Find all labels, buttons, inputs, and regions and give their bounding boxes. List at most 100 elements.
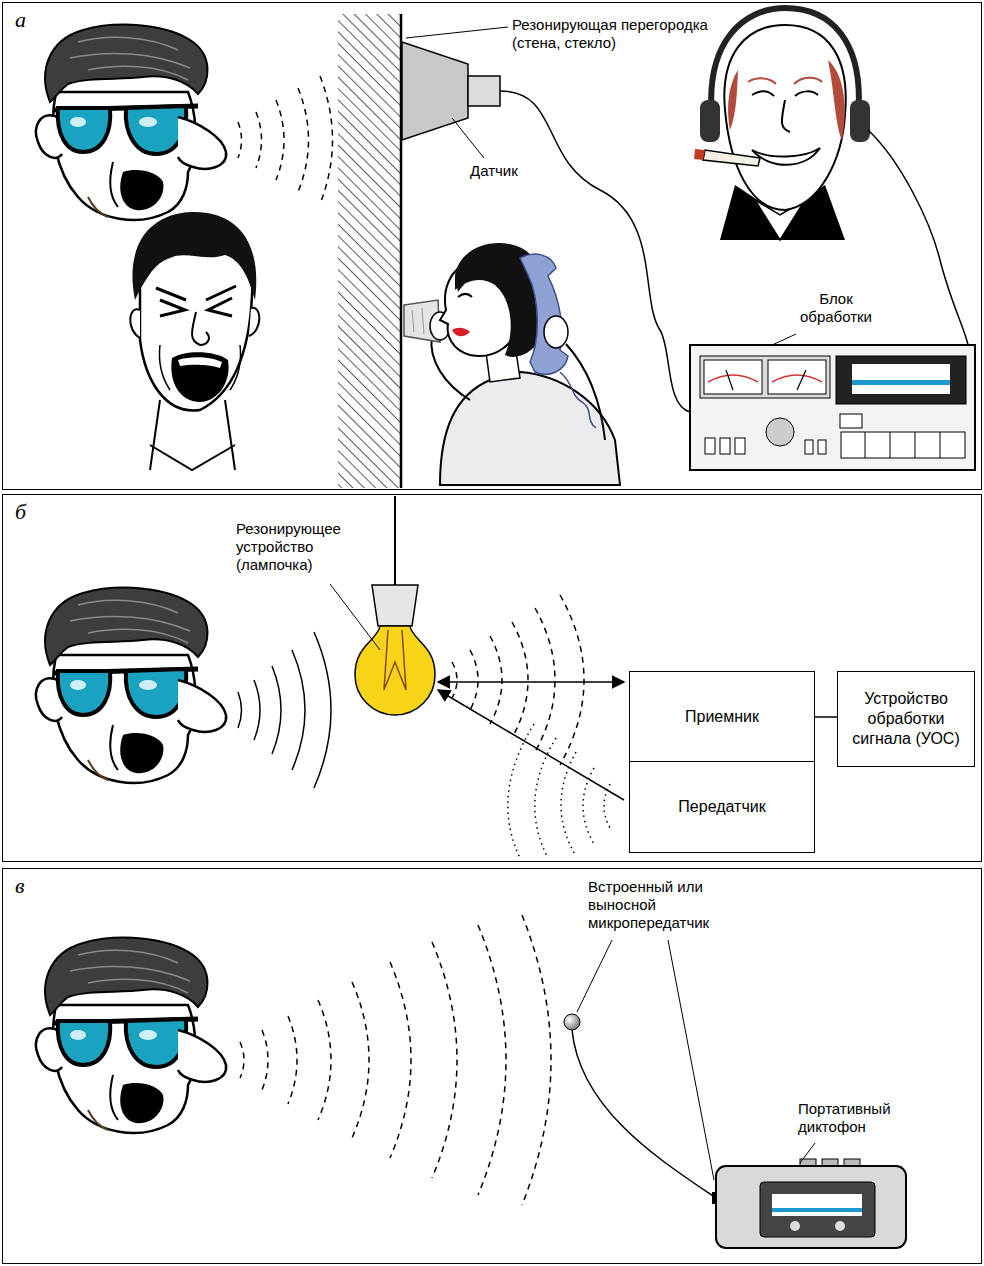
sound-waves [478,925,506,1195]
sound-waves [238,122,242,158]
box-label: Устройство обработки сигнала (УОС) [844,689,968,749]
light-bulb [384,630,406,690]
sound-waves [522,915,551,1205]
man-with-headphones [694,8,870,240]
callout-label: Датчик [470,162,560,180]
light-bulb [372,585,418,626]
sound-waves [288,1016,297,1104]
woman-listening [458,294,472,297]
sound-waves [272,666,281,754]
sound-waves [292,650,305,770]
micro-transmitter [564,1014,580,1030]
speaker-head [36,938,226,1133]
leader-line [406,27,508,38]
light-bulb [394,496,396,586]
speaker-head [36,588,226,783]
tape-deck [690,345,975,470]
light-bulb [355,496,435,715]
tape-deck [840,414,862,428]
reflected-waves [452,662,457,698]
tape-deck [705,438,715,454]
sensor [468,76,500,106]
speaker-head [36,938,226,1133]
woman-listening [544,316,568,348]
panel-letter: в [15,873,25,899]
leader-line [452,118,484,158]
screaming-man [178,357,222,368]
man-with-headphones [700,100,720,142]
light-bulb [355,626,435,715]
tape-deck [818,440,826,454]
speaker-head [36,588,226,783]
woman-listening [412,308,424,334]
screaming-man [132,212,256,300]
sound-waves [238,76,333,204]
speaker-head [36,25,226,220]
screaming-man [130,309,140,338]
tape-deck [865,432,940,458]
sound-waves [390,962,411,1158]
screaming-man [159,345,240,390]
voice-recorder [772,1208,862,1212]
woman-listening [520,254,568,374]
tape-deck [700,356,830,398]
signal-arrow [438,690,624,800]
panel-letter: б [15,499,26,525]
man-with-headphones [782,100,790,132]
sensor-cable [500,91,690,412]
tape-deck [805,440,813,454]
reflected-waves [535,608,555,752]
process-box: Передатчик [629,761,815,853]
tape-deck [720,438,730,454]
sound-waves [240,915,551,1205]
voice-recorder [835,1221,845,1231]
screaming-man [192,312,209,345]
voice-recorder [790,1221,800,1231]
process-box: Приемник [629,671,815,763]
sound-waves [238,692,242,728]
sound-waves [318,1000,331,1120]
figure-panel: бПриемникПередатчик Устройство обработки … [2,494,982,862]
sound-waves [276,100,284,180]
signal-arrow [438,682,624,800]
woman-listening [560,372,596,428]
probe-waves [508,724,610,858]
screaming-man [150,445,235,470]
sound-waves [254,680,260,740]
headphone-cable [868,130,968,345]
sound-waves [240,1042,244,1078]
leader-line [668,940,714,1180]
tape-deck [852,380,950,385]
man-with-headphones [694,149,705,160]
tape-deck [766,418,794,446]
woman-listening [404,243,620,485]
voice-recorder [712,1159,906,1248]
voice-recorder [760,1182,875,1237]
tape-deck [852,364,950,394]
leader-line [770,334,796,346]
man-with-headphones [724,25,845,210]
tape-deck [841,432,965,458]
screaming-man [249,308,259,336]
panel-letter: а [15,7,26,33]
man-with-headphones [828,60,845,140]
reflected-waves [490,636,502,724]
tape-deck [836,356,966,404]
tape-deck [735,438,745,454]
leader-line [406,27,796,346]
callout-label: Резонирующая перегородка (стена, стекло) [512,16,752,52]
screaming-man [171,352,228,402]
reflected-waves [452,595,584,765]
voice-recorder [772,1194,862,1216]
connector-line [815,716,837,718]
figure-panel: в [2,868,982,1264]
sound-waves [432,942,457,1178]
leader-line [577,940,612,1012]
callout-label: Портативный диктофон [798,1100,918,1136]
leader-line [577,940,815,1180]
man-with-headphones [728,70,738,130]
voice-recorder [716,1166,906,1248]
tape-deck [690,345,975,470]
callout-label: Резонирующее устройство (лампочка) [236,520,368,574]
